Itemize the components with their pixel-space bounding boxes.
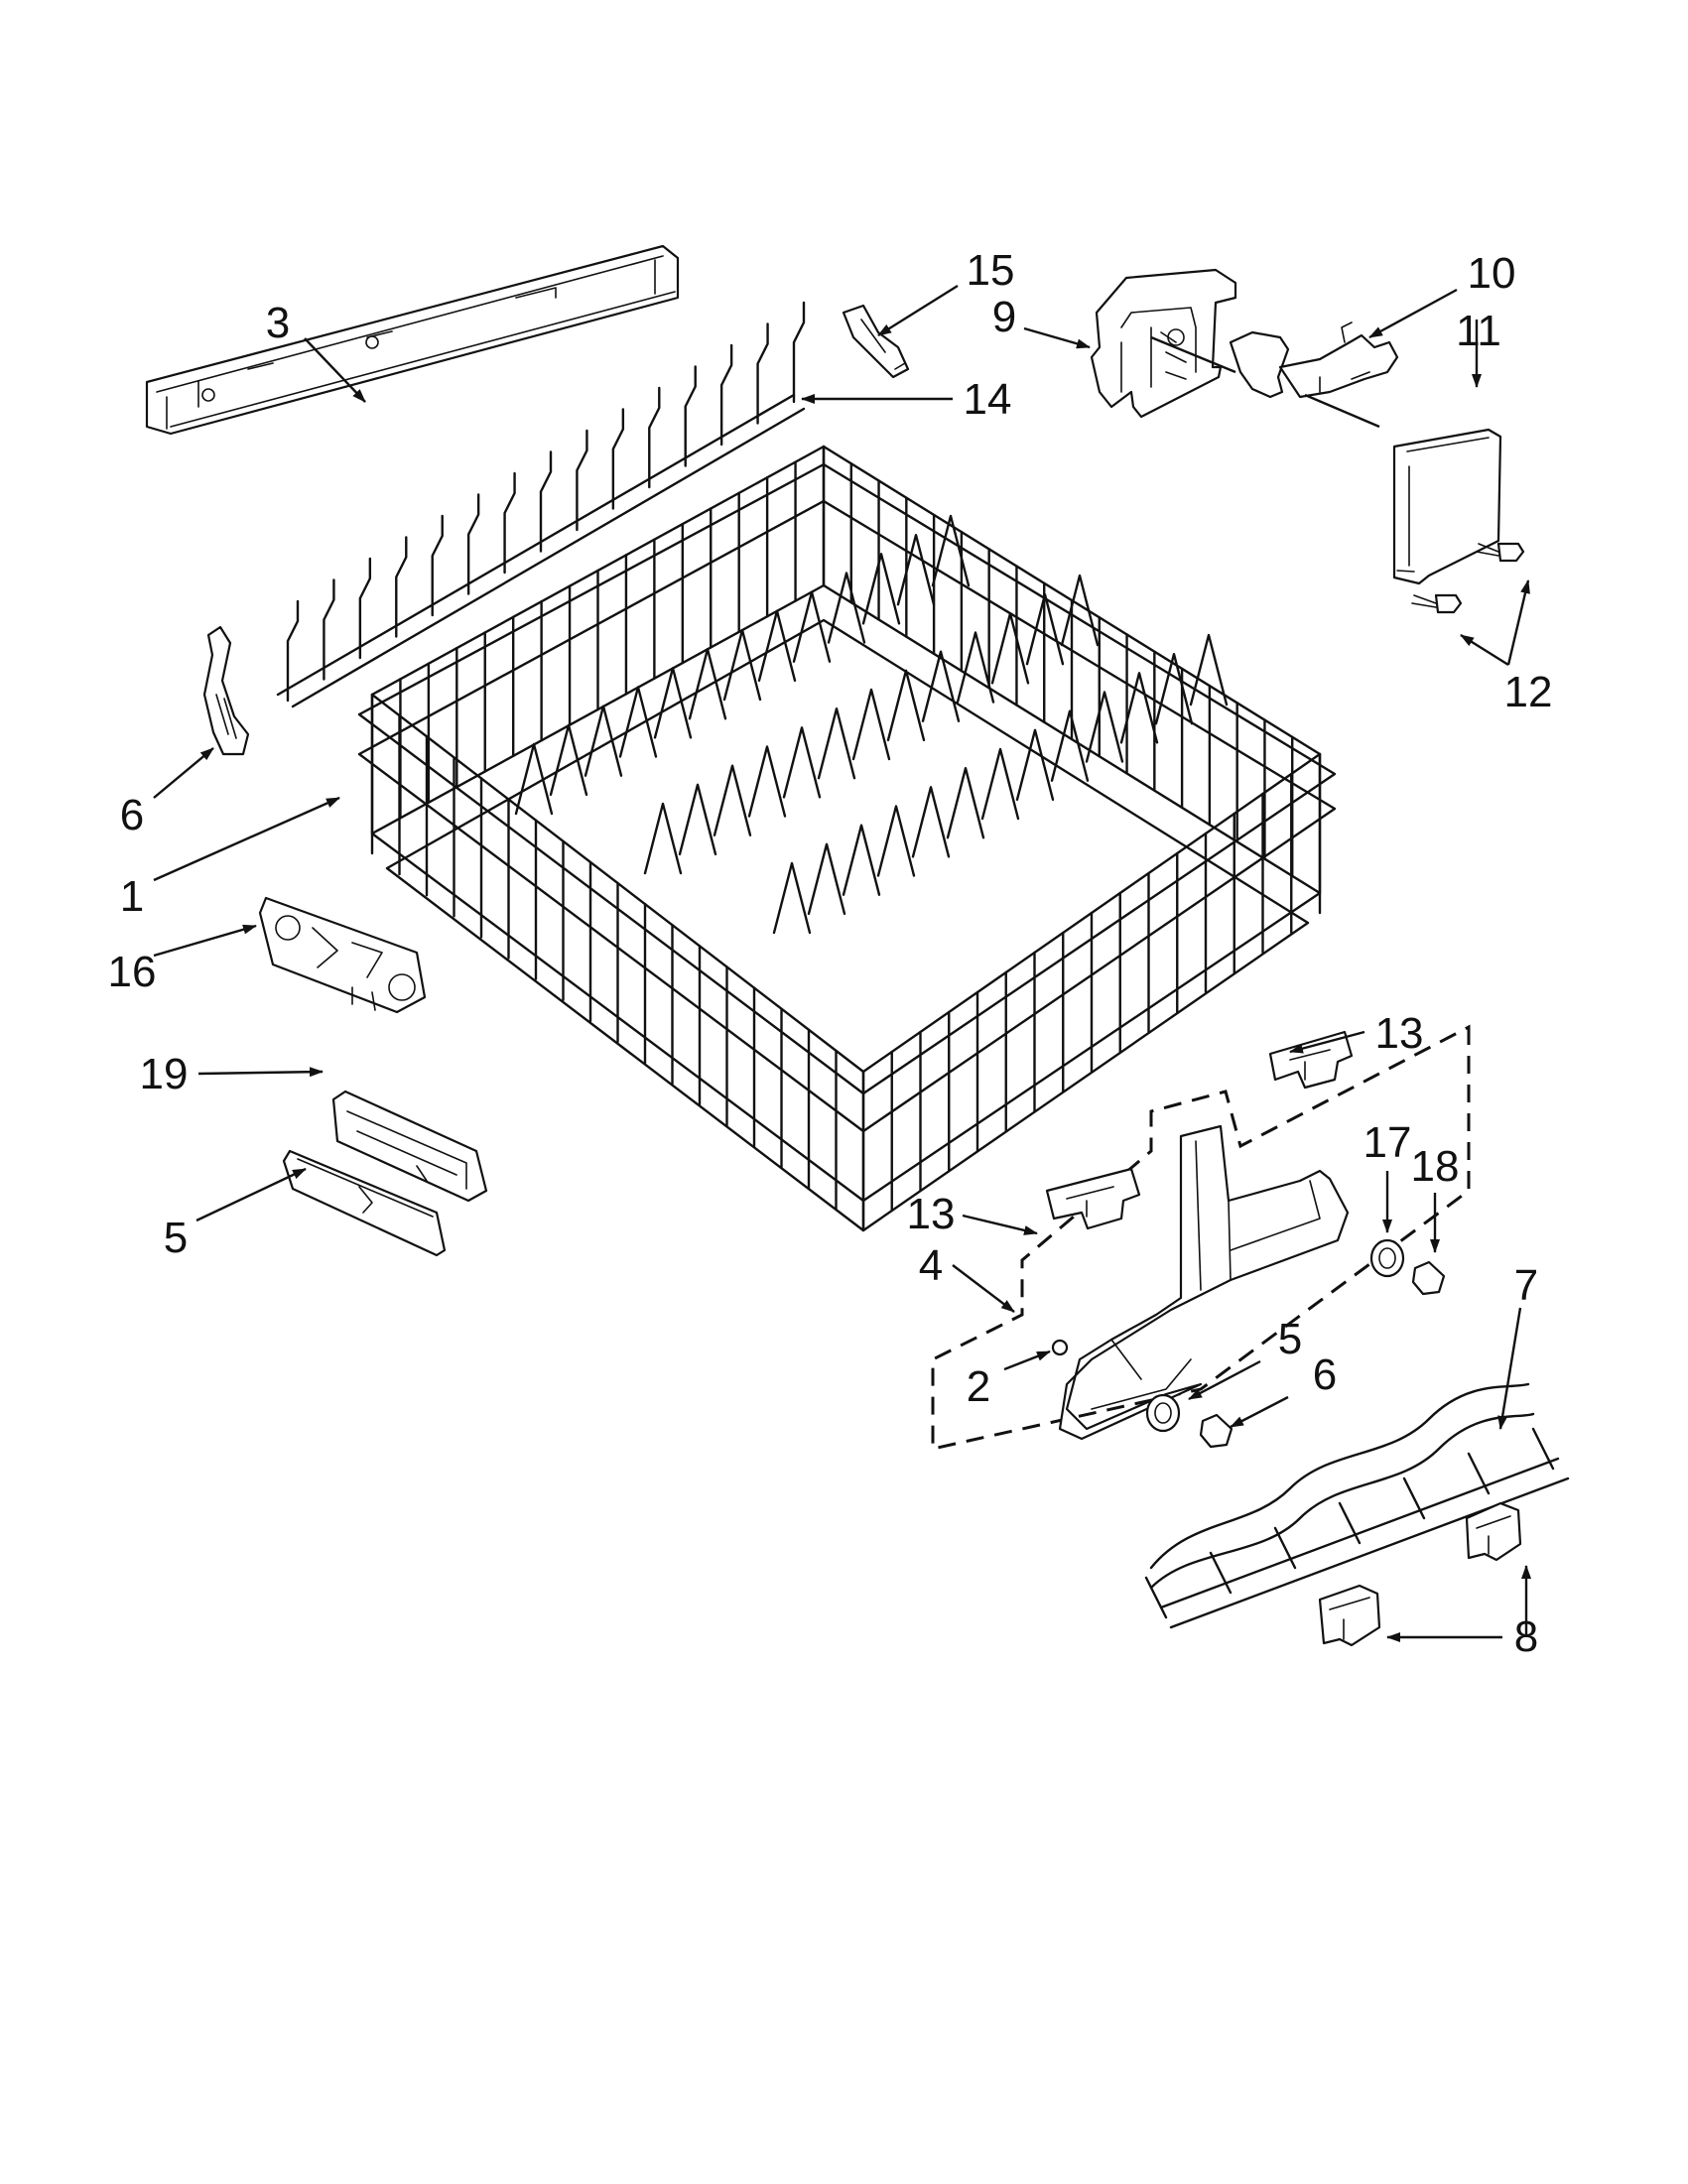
callout-13-top: 13	[1375, 1009, 1424, 1058]
adjuster-housing	[1090, 268, 1237, 419]
callout-3: 3	[266, 299, 290, 347]
tine-clip	[842, 304, 910, 379]
shelf-clip-upper	[1465, 1501, 1522, 1562]
callout-19: 19	[140, 1050, 189, 1098]
callout-5-left: 5	[164, 1214, 188, 1262]
wheel-nut-lower	[1199, 1413, 1234, 1449]
dishrack-upper	[357, 445, 1337, 1232]
small-pin	[1051, 1339, 1069, 1356]
callout-10: 10	[1468, 249, 1516, 298]
shelf-clip-lower	[1318, 1584, 1381, 1647]
rack-adjuster	[258, 896, 427, 1014]
callout-14: 14	[964, 375, 1012, 424]
assembly-boundary	[931, 1024, 1471, 1451]
callout-6-right: 6	[1313, 1350, 1337, 1399]
callout-5-right: 5	[1278, 1315, 1302, 1363]
callout-8: 8	[1514, 1612, 1538, 1661]
adjuster-cover	[1392, 428, 1502, 585]
hanger-left	[1045, 1167, 1141, 1230]
wheel-nut	[1411, 1260, 1446, 1296]
adjuster-lever	[1229, 321, 1399, 429]
rack-track-rail	[145, 244, 680, 436]
hanger-top	[1268, 1030, 1354, 1090]
callouts: 3 15 14 9 10 11 12 6 1 16 19 5 13 13 4 1…	[108, 246, 1553, 1661]
callout-13-left: 13	[907, 1190, 956, 1238]
handle-base	[331, 1090, 488, 1203]
callout-2: 2	[967, 1362, 990, 1411]
wheel-hub-lower	[1145, 1393, 1181, 1433]
callout-7: 7	[1514, 1261, 1538, 1310]
callout-4: 4	[919, 1241, 943, 1290]
callout-18: 18	[1411, 1142, 1460, 1191]
callout-6-left: 6	[120, 791, 144, 839]
handle-cover	[282, 1149, 447, 1257]
callout-11: 11	[1456, 307, 1501, 355]
callout-17: 17	[1363, 1118, 1412, 1167]
screws	[1411, 542, 1525, 614]
callout-12: 12	[1504, 668, 1553, 716]
leader-lines	[153, 284, 1531, 1642]
tine-row	[276, 301, 806, 708]
callout-15: 15	[967, 246, 1015, 295]
tine-tab	[202, 625, 250, 756]
wash-arm-bracket	[1058, 1124, 1350, 1441]
callout-9: 9	[992, 293, 1016, 341]
callout-16: 16	[108, 948, 157, 996]
wheel-hub	[1369, 1238, 1405, 1278]
callout-1: 1	[120, 872, 144, 921]
